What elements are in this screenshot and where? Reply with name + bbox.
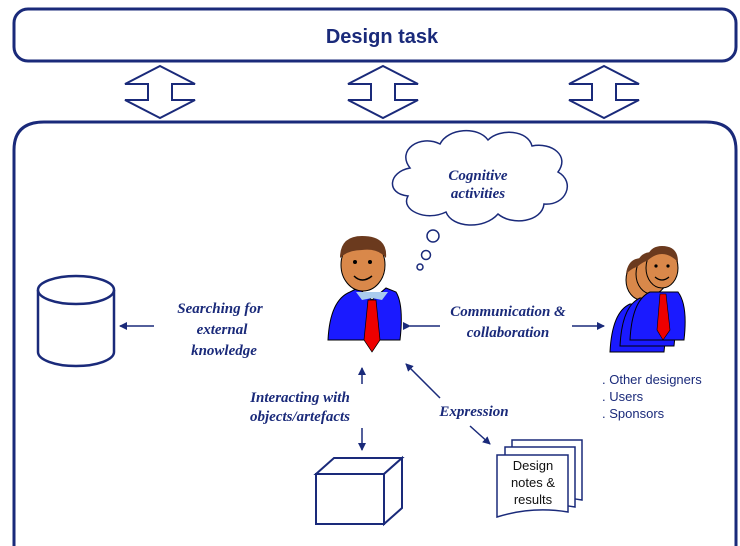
design-task-bar: Design task [12, 7, 738, 63]
stakeholder-sponsors: . Sponsors [602, 406, 665, 421]
database-icon [36, 274, 116, 368]
interacting-line-1: Interacting with [249, 390, 350, 406]
expression-label: Expression [438, 404, 508, 420]
stakeholder-other-designers: . Other designers [602, 372, 702, 387]
thought-cloud-icon: Cognitive activities [391, 129, 569, 271]
designer-icon [327, 236, 402, 353]
searching-label: Searching for external knowledge [177, 301, 263, 359]
searching-line-1: Searching for [177, 301, 263, 317]
box-icon [313, 455, 405, 527]
double-arrow-right [568, 64, 640, 120]
communication-label: Communication & collaboration [450, 304, 566, 341]
arrow-expression-to-documents [469, 425, 491, 445]
double-arrow-left [124, 64, 196, 120]
main-frame [12, 120, 738, 546]
document-line-3: results [514, 492, 553, 507]
cloud-line-2: activities [451, 186, 505, 202]
searching-line-3: knowledge [191, 343, 257, 359]
document-line-1: Design [513, 458, 553, 473]
team-icon [609, 246, 686, 353]
searching-line-2: external [197, 322, 249, 338]
communication-line-2: collaboration [467, 325, 550, 341]
design-task-title: Design task [326, 26, 439, 48]
stakeholders-list: . Other designers . Users . Sponsors [602, 372, 702, 421]
documents-icon: Design notes & results [496, 439, 583, 519]
double-arrow-middle [347, 64, 419, 120]
arrow-expression-to-designer [405, 363, 441, 399]
communication-line-1: Communication & [450, 304, 566, 320]
interacting-label: Interacting with objects/artefacts [249, 390, 350, 425]
document-line-2: notes & [511, 475, 555, 490]
interacting-line-2: objects/artefacts [250, 409, 350, 425]
cloud-line-1: Cognitive [448, 168, 508, 184]
stakeholder-users: . Users [602, 389, 644, 404]
